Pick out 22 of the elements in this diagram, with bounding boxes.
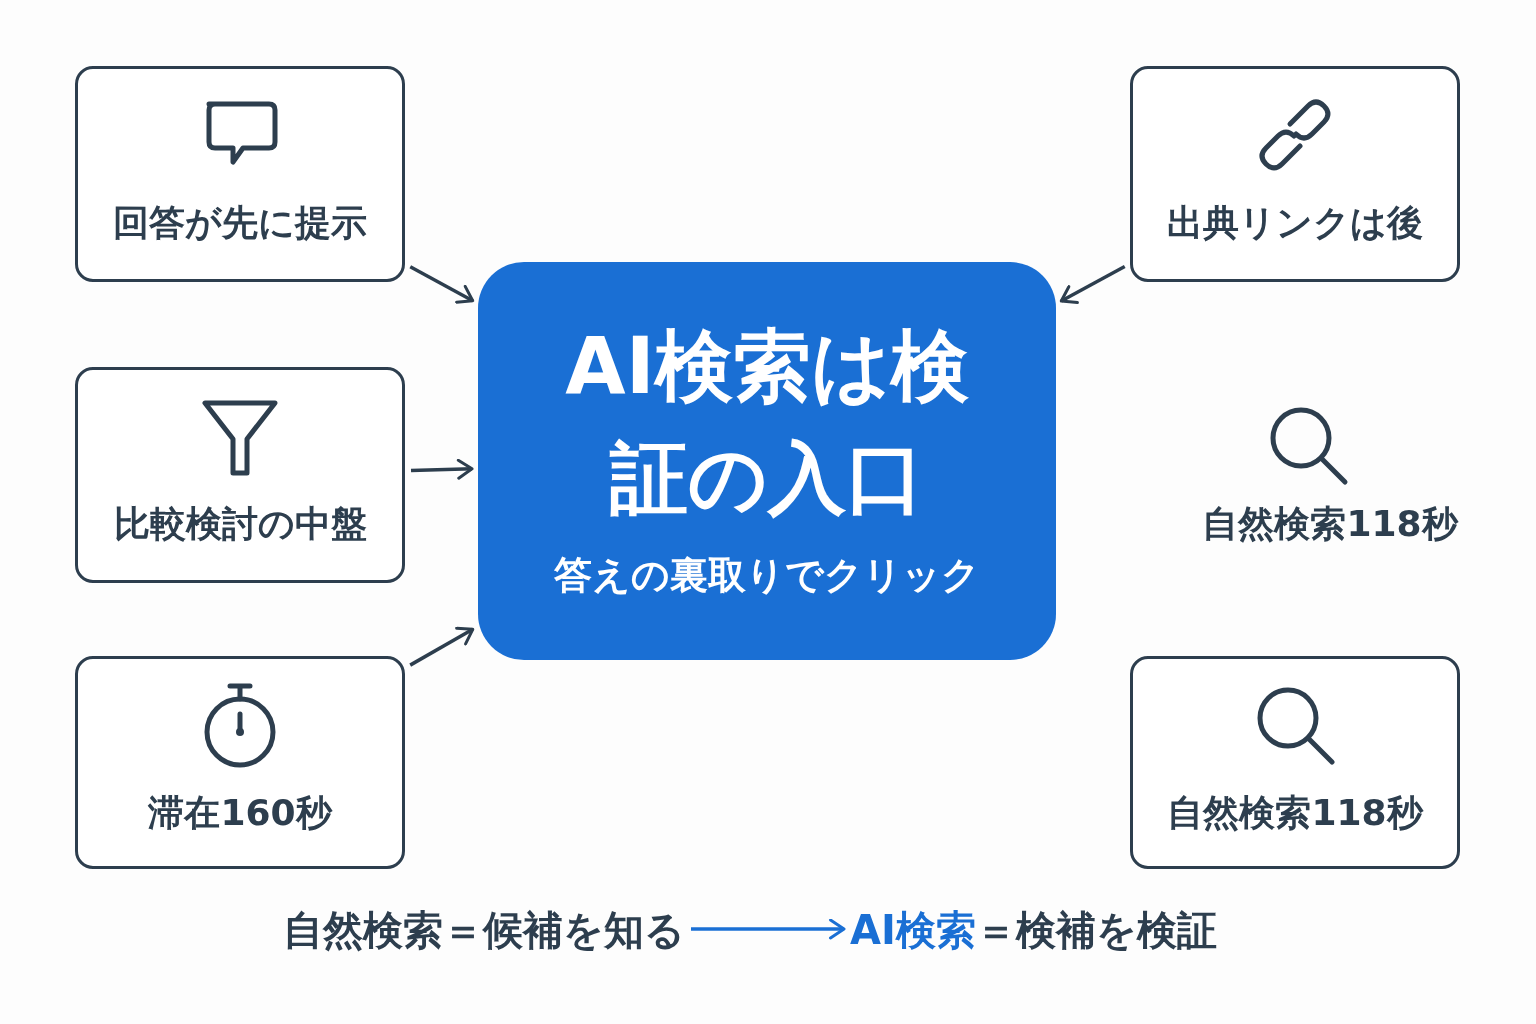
headline: AI検索は検証の入口 xyxy=(564,320,970,525)
highlight-panel xyxy=(478,262,1056,660)
box-label: 比較検討の中盤 xyxy=(112,502,368,546)
info-box xyxy=(1130,656,1460,869)
summary-text: AI検索 xyxy=(850,907,976,953)
box-label: 滞在160秒 xyxy=(147,791,334,835)
summary-text: ＝検補を検証 xyxy=(975,907,1217,953)
arrow xyxy=(409,265,475,304)
box-label: 出典リンクは後 xyxy=(1166,201,1424,245)
subheadline: 答えの裏取りでクリック xyxy=(553,552,981,599)
stat-label: 自然検索118秒 xyxy=(1201,502,1460,546)
info-box xyxy=(75,656,405,869)
arrow xyxy=(691,918,846,940)
arrow xyxy=(410,458,474,480)
info-box xyxy=(1130,66,1460,282)
summary-text: 自然検索＝候補を知る xyxy=(283,907,685,953)
arrow xyxy=(1059,265,1126,304)
info-box xyxy=(75,66,405,282)
info-box xyxy=(75,367,405,583)
box-label: 自然検索118秒 xyxy=(1166,791,1425,835)
box-label: 回答が先に提示 xyxy=(112,201,368,245)
arrow xyxy=(409,626,475,667)
